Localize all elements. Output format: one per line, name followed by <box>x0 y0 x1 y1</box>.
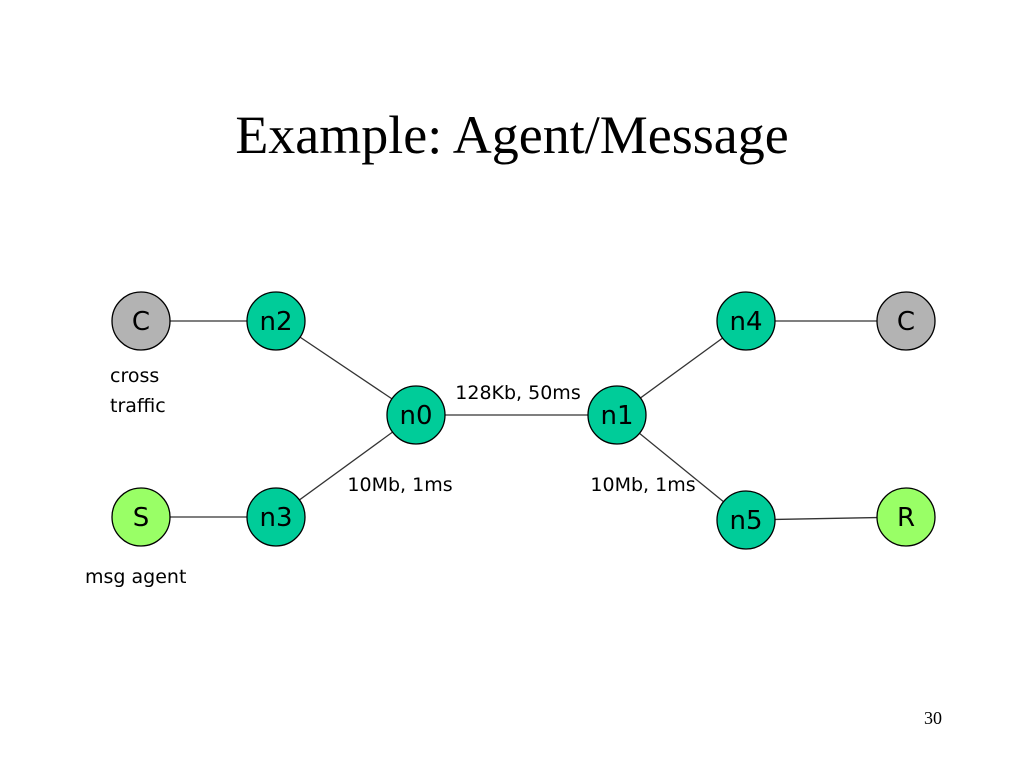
node-circle <box>246 291 306 351</box>
node-circle <box>587 385 647 445</box>
edge-label-right-access: 10Mb, 1ms <box>590 474 695 496</box>
node-label: n3 <box>259 503 292 533</box>
node-c_left: C <box>111 291 171 351</box>
node-circle <box>716 490 776 550</box>
page-number: 30 <box>924 708 942 728</box>
node-r: R <box>876 487 936 547</box>
node-label: n5 <box>729 506 762 536</box>
annotation-traffic-line: traffic <box>110 395 166 417</box>
node-c_right: C <box>876 291 936 351</box>
node-label: n1 <box>600 401 633 431</box>
node-label: R <box>897 503 915 533</box>
node-label: C <box>897 307 915 337</box>
edge-label-left-access: 10Mb, 1ms <box>347 474 452 496</box>
node-n5: n5 <box>716 490 776 550</box>
node-circle <box>246 487 306 547</box>
node-circle <box>876 487 936 547</box>
node-label: n2 <box>259 307 292 337</box>
node-circle <box>386 385 446 445</box>
node-n1: n1 <box>587 385 647 445</box>
node-circle <box>876 291 936 351</box>
annotation-cross: cross <box>110 365 159 387</box>
node-label: n4 <box>729 307 762 337</box>
node-circle <box>111 291 171 351</box>
node-n3: n3 <box>246 487 306 547</box>
node-s: S <box>111 487 171 547</box>
edge-label-bottleneck: 128Kb, 50ms <box>455 382 580 404</box>
node-n4: n4 <box>716 291 776 351</box>
node-n0: n0 <box>386 385 446 445</box>
node-circle <box>111 487 171 547</box>
node-n2: n2 <box>246 291 306 351</box>
node-label: n0 <box>399 401 432 431</box>
node-circle <box>716 291 776 351</box>
node-label: S <box>133 503 150 533</box>
slide-title: Example: Agent/Message <box>235 105 789 165</box>
edges-layer <box>141 320 907 521</box>
node-label: C <box>132 307 150 337</box>
annotation-msg-agent: msg agent <box>85 566 186 588</box>
